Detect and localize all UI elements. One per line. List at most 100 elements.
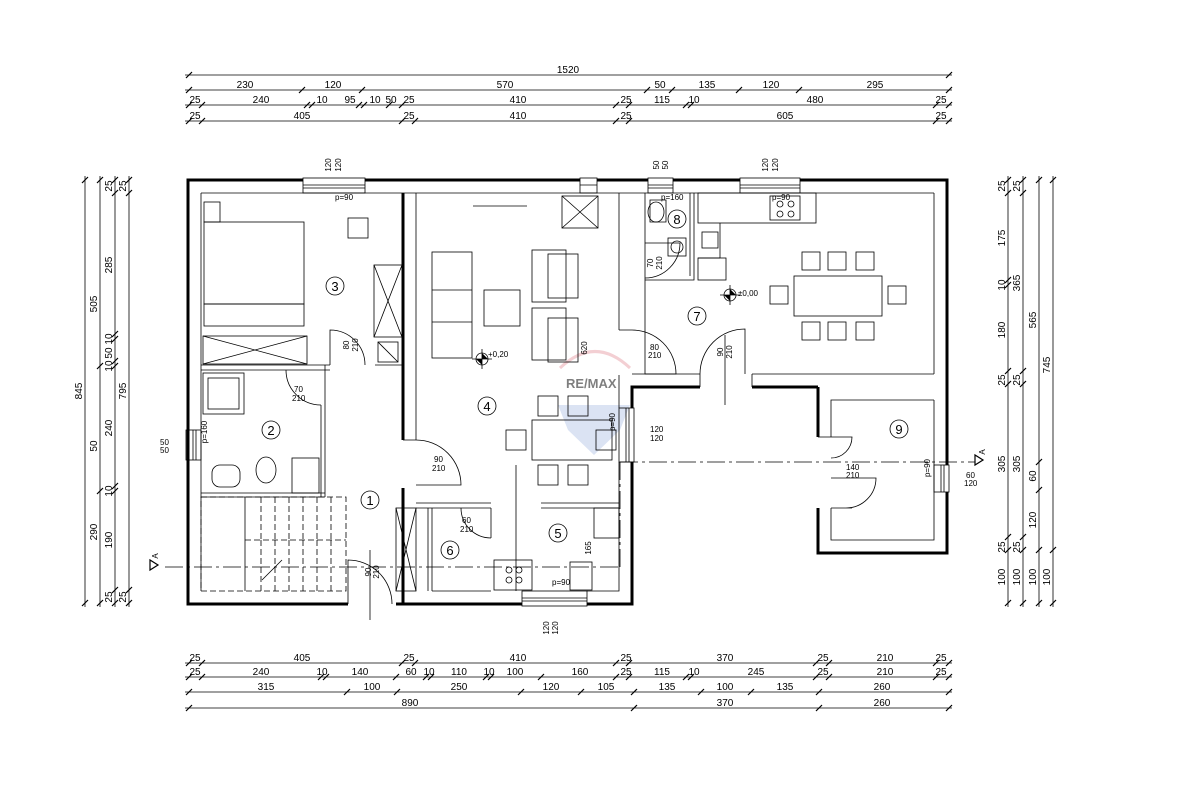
dim-label: 250 bbox=[451, 682, 468, 693]
svg-text:210: 210 bbox=[846, 471, 860, 480]
dim-label: 100 bbox=[507, 667, 524, 678]
kitchen-room-5 bbox=[493, 465, 620, 591]
dim-label: 745 bbox=[1042, 356, 1053, 373]
dim-label: 100 bbox=[1012, 568, 1023, 585]
dim-label: 95 bbox=[344, 95, 356, 106]
dim-label: 100 bbox=[1042, 568, 1053, 585]
dim-label: 10 bbox=[316, 667, 328, 678]
svg-text:p=90: p=90 bbox=[552, 578, 571, 587]
svg-text:60: 60 bbox=[462, 516, 471, 525]
dim-label: 25 bbox=[118, 180, 129, 192]
svg-text:±0,00: ±0,00 bbox=[738, 289, 759, 298]
dim-label: 285 bbox=[104, 256, 115, 273]
dim-total-height: 845 bbox=[74, 382, 85, 399]
room-number-7: 7 bbox=[687, 306, 707, 326]
dim-165: 165 bbox=[584, 541, 593, 555]
svg-text:+0,20: +0,20 bbox=[488, 350, 509, 359]
room-number-8: 8 bbox=[667, 209, 687, 229]
kitchen-room-7 bbox=[697, 192, 817, 281]
svg-text:120: 120 bbox=[334, 158, 343, 172]
dim-label: 10 bbox=[104, 333, 115, 345]
dim-label: 405 bbox=[294, 653, 311, 664]
dim-label: 370 bbox=[717, 653, 734, 664]
room-number-1: 1 bbox=[360, 490, 380, 510]
svg-text:7: 7 bbox=[693, 309, 700, 324]
dim-label: 25 bbox=[620, 95, 632, 106]
dim-label: 25 bbox=[620, 667, 632, 678]
top-dimensions: 1520 230 120 570 50 135 120 295 25 240 1… bbox=[185, 65, 953, 125]
dim-label: 25 bbox=[189, 667, 201, 678]
svg-text:120: 120 bbox=[964, 479, 978, 488]
door-room-4-to-7: 80 210 bbox=[619, 329, 677, 375]
dim-label: 25 bbox=[1012, 541, 1023, 553]
entrance-door: 90 210 bbox=[347, 550, 393, 620]
svg-text:90: 90 bbox=[364, 567, 373, 576]
dim-label: 120 bbox=[763, 80, 780, 91]
dim-label: 25 bbox=[1012, 374, 1023, 386]
dim-label: 25 bbox=[620, 653, 632, 664]
room-number-6: 6 bbox=[440, 540, 460, 560]
section-label-left: A bbox=[151, 553, 160, 559]
window-room-2: 50 50 p=160 bbox=[160, 420, 209, 461]
window-room-7: 120 120 p=90 bbox=[739, 158, 801, 202]
dim-label: 25 bbox=[997, 180, 1008, 192]
dim-label: 305 bbox=[1012, 455, 1023, 472]
svg-text:5: 5 bbox=[554, 526, 561, 541]
dim-label: 210 bbox=[877, 653, 894, 664]
svg-text:p=90: p=90 bbox=[923, 458, 932, 477]
dining-table-room-7 bbox=[769, 251, 907, 341]
dim-label: 25 bbox=[1012, 180, 1023, 192]
dim-label: 120 bbox=[1028, 511, 1039, 528]
svg-text:210: 210 bbox=[460, 525, 474, 534]
dim-label: 410 bbox=[510, 653, 527, 664]
dim-label: 10 bbox=[483, 667, 495, 678]
svg-text:50: 50 bbox=[160, 446, 169, 455]
svg-text:210: 210 bbox=[725, 345, 734, 359]
dim-label: 290 bbox=[89, 523, 100, 540]
door-room-2: 70 210 bbox=[285, 369, 322, 406]
dim-label: 25 bbox=[620, 111, 632, 122]
dim-label: 100 bbox=[1028, 568, 1039, 585]
svg-text:6: 6 bbox=[446, 543, 453, 558]
dim-label: 25 bbox=[403, 95, 415, 106]
dim-label: 120 bbox=[543, 682, 560, 693]
dim-label: 605 bbox=[777, 111, 794, 122]
furniture bbox=[202, 192, 907, 592]
dim-label: 25 bbox=[403, 111, 415, 122]
dim-label: 110 bbox=[451, 667, 467, 678]
room-number-3: 3 bbox=[325, 276, 345, 296]
dim-label: 10 bbox=[423, 667, 435, 678]
hall-cabinet bbox=[395, 507, 417, 592]
top-ticks bbox=[185, 71, 953, 125]
doors: 80 210 70 210 90 210 90 210 60 210 70 bbox=[285, 242, 877, 620]
dim-label: 795 bbox=[118, 382, 129, 399]
level-mark-kitchen: ±0,00 bbox=[720, 285, 759, 305]
dim-label: 180 bbox=[997, 321, 1008, 338]
svg-text:80: 80 bbox=[342, 340, 351, 349]
dim-label: 135 bbox=[659, 682, 676, 693]
windows: 120 120 p=90 50 50 p=160 120 120 p=90 bbox=[160, 158, 978, 635]
dim-label: 230 bbox=[237, 80, 254, 91]
dim-label: 25 bbox=[817, 667, 829, 678]
window-room-4-top bbox=[579, 177, 598, 194]
svg-text:210: 210 bbox=[655, 256, 664, 270]
dim-label: 410 bbox=[510, 95, 527, 106]
dim-label: 60 bbox=[1028, 470, 1039, 482]
section-label-right: A bbox=[978, 449, 987, 455]
svg-text:70: 70 bbox=[294, 385, 303, 394]
svg-text:60: 60 bbox=[966, 471, 975, 480]
dim-label: 100 bbox=[364, 682, 381, 693]
bottom-dimensions: 25 405 25 410 25 370 25 210 25 25 240 10… bbox=[185, 653, 953, 712]
svg-text:2: 2 bbox=[267, 423, 274, 438]
window-room-5: 120 120 p=90 bbox=[521, 578, 588, 635]
svg-text:210: 210 bbox=[351, 338, 360, 352]
walls bbox=[186, 178, 949, 606]
dim-label: 505 bbox=[89, 295, 100, 312]
svg-text:210: 210 bbox=[648, 351, 662, 360]
dim-label: 105 bbox=[598, 682, 615, 693]
window-room-9: 60 120 p=90 bbox=[923, 458, 978, 493]
door-room-4: 90 210 bbox=[403, 439, 462, 486]
dim-label: 240 bbox=[253, 667, 270, 678]
dim-label: 890 bbox=[402, 698, 419, 709]
bathroom-fixtures bbox=[202, 372, 320, 494]
